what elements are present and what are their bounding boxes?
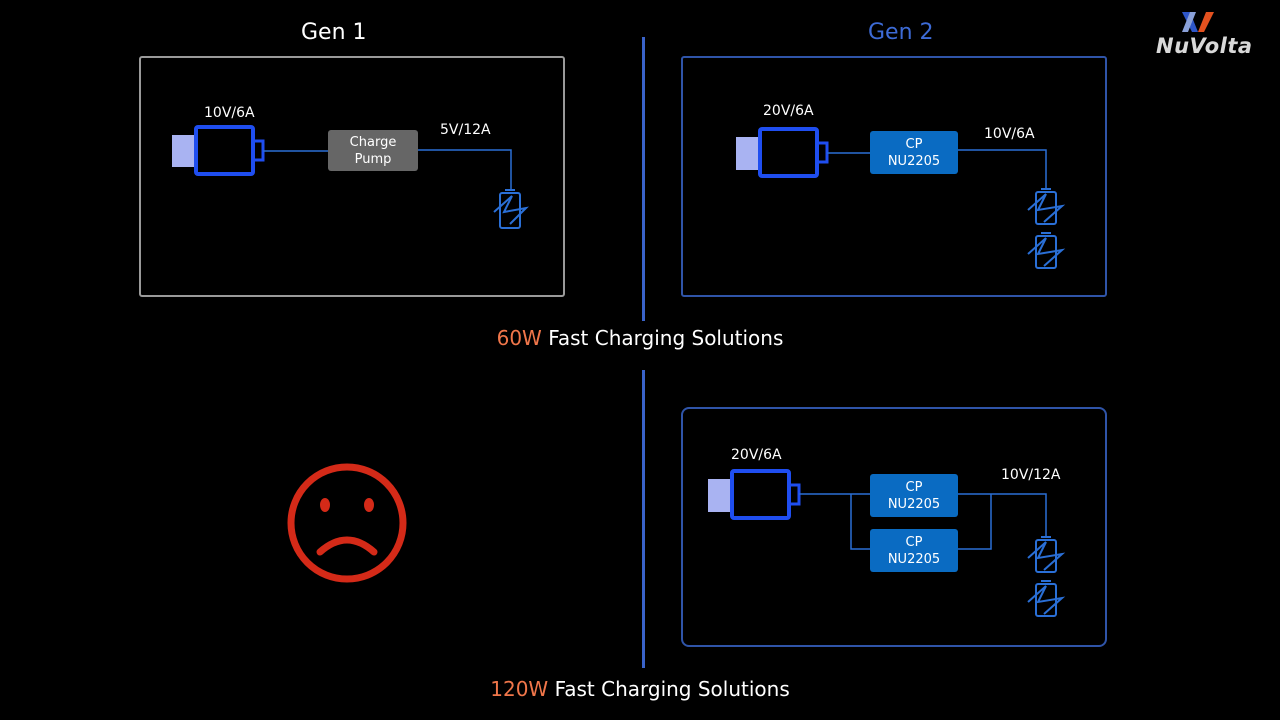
nuvolta-logo-icon	[1182, 12, 1214, 32]
cp-nu2205-box-b: CP NU2205	[870, 529, 958, 572]
gen2-output-label: 10V/6A	[984, 126, 1035, 142]
gen1-60w-panel	[139, 56, 565, 297]
gen2-input-label: 20V/6A	[763, 103, 814, 119]
footer-120w: 120W Fast Charging Solutions	[0, 677, 1280, 701]
cp-nu2205-box: CP NU2205	[870, 131, 958, 174]
gen2-120w-battery-top-icon	[1027, 536, 1066, 573]
cp-part-label: NU2205	[887, 153, 941, 169]
charge-pump-box: Charge Pump	[328, 130, 418, 171]
gen2-adapter-icon	[736, 127, 829, 178]
gen1-heading: Gen 1	[301, 20, 367, 45]
gen2-120w-panel	[681, 407, 1107, 647]
gen2-120w-input-label: 20V/6A	[731, 447, 782, 463]
gen2-120w-battery-bottom-icon	[1027, 580, 1066, 617]
gen2-60w-panel	[681, 56, 1107, 297]
nuvolta-logo: NuVolta	[1150, 8, 1260, 60]
footer-120w-power: 120W	[490, 677, 549, 701]
gen2-120w-output-label: 10V/12A	[1001, 467, 1061, 483]
footer-120w-text: Fast Charging Solutions	[554, 677, 790, 701]
footer-60w-text: Fast Charging Solutions	[548, 326, 784, 350]
divider-top	[642, 37, 645, 321]
gen1-battery-icon	[493, 189, 529, 229]
cp-a-part-label: NU2205	[887, 496, 941, 512]
gen1-input-label: 10V/6A	[204, 105, 255, 121]
cp-nu2205-box-a: CP NU2205	[870, 474, 958, 517]
cp-label: CP	[905, 136, 923, 152]
gen2-battery-top-icon	[1027, 188, 1066, 225]
gen2-120w-adapter-icon	[708, 469, 801, 520]
sad-face-icon	[287, 463, 407, 583]
charge-pump-line2: Pump	[354, 151, 392, 167]
gen2-heading: Gen 2	[868, 20, 934, 45]
cp-b-label: CP	[905, 534, 923, 550]
cp-a-label: CP	[905, 479, 923, 495]
gen2-battery-bottom-icon	[1027, 232, 1066, 269]
gen1-output-label: 5V/12A	[440, 122, 491, 138]
footer-60w: 60W Fast Charging Solutions	[0, 326, 1280, 350]
footer-60w-power: 60W	[496, 326, 542, 350]
cp-b-part-label: NU2205	[887, 551, 941, 567]
gen1-adapter-icon	[172, 125, 265, 176]
logo-text: NuVolta	[1156, 34, 1253, 58]
charge-pump-line1: Charge	[349, 134, 397, 150]
divider-bottom	[642, 370, 645, 668]
